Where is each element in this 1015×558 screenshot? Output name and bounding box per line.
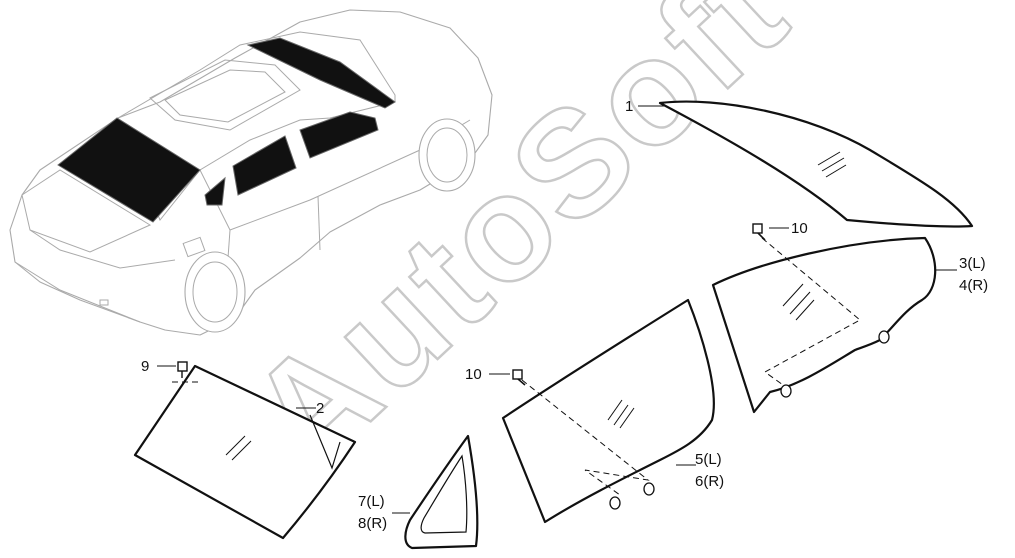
windshield-highlight [246,37,396,109]
front-door-glass-highlight [299,111,379,159]
vehicle-overview-illustration [9,9,493,336]
callout-8: 8(R) [358,515,387,532]
part-3-4-front-door-glass [711,236,937,414]
rear-windshield-highlight [57,117,201,223]
callout-7: 7(L) [358,493,385,510]
part-7-8-quarter-glass [404,434,479,550]
rear-door-glass-highlight [232,135,297,196]
callout-10-rear: 10 [465,366,482,383]
part-5-6-rear-door-glass [501,298,715,524]
callout-4: 4(R) [959,277,988,294]
quarter-glass-highlight [204,176,226,206]
part-10-bolt-front-icon [752,223,766,241]
part-2-back-glass [133,364,357,540]
callout-2: 2 [316,400,324,417]
part-9-clip-icon [177,361,188,378]
callout-10-front: 10 [791,220,808,237]
callout-5: 5(L) [695,451,722,468]
part-1-windshield [658,100,974,228]
part-10-bolt-rear-icon [512,369,526,386]
callout-6: 6(R) [695,473,724,490]
callout-9: 9 [141,358,149,375]
callout-3: 3(L) [959,255,986,272]
callout-1: 1 [625,98,633,115]
